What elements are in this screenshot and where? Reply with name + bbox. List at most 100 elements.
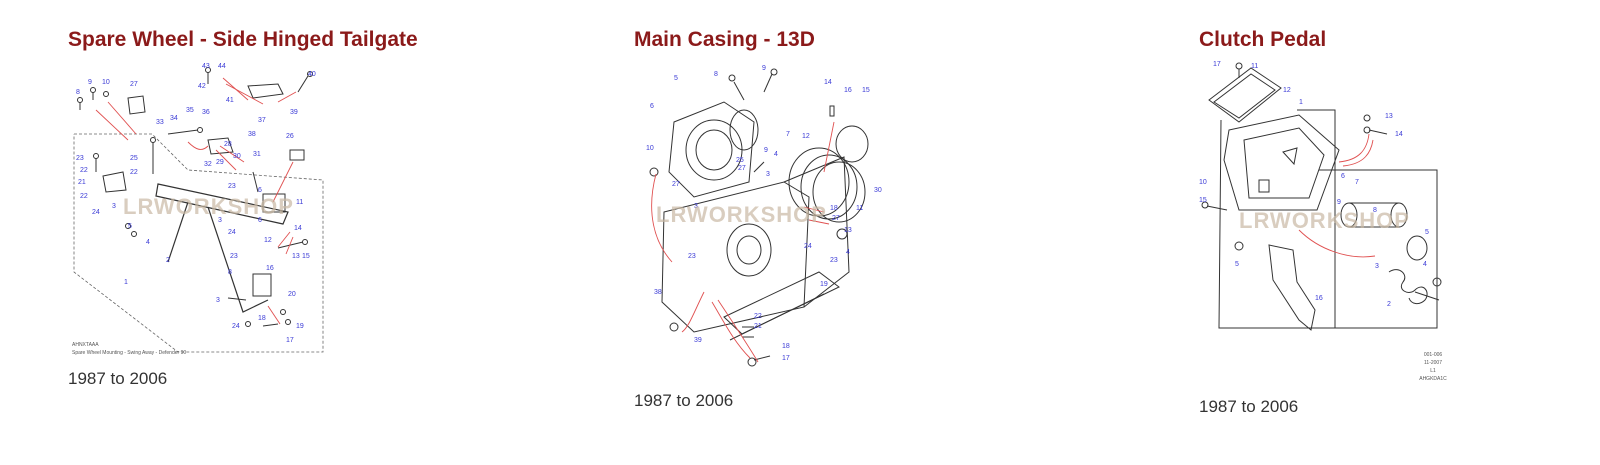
svg-text:25: 25	[130, 155, 138, 162]
diagram-caption: AHNXTAAA	[72, 342, 99, 348]
svg-text:35: 35	[186, 107, 194, 114]
svg-text:11: 11	[856, 205, 863, 212]
diagram-code: 11-2007	[1424, 360, 1442, 366]
svg-text:7: 7	[1355, 179, 1359, 186]
svg-text:13: 13	[844, 227, 852, 234]
svg-text:36: 36	[202, 109, 210, 116]
svg-text:39: 39	[290, 109, 298, 116]
svg-text:3: 3	[1375, 263, 1379, 270]
svg-text:12: 12	[1283, 87, 1291, 94]
svg-text:14: 14	[1395, 131, 1403, 138]
diagram-subcaption: Spare Wheel Mounting - Swing Away - Defe…	[72, 350, 186, 356]
svg-text:20: 20	[288, 291, 296, 298]
svg-text:41: 41	[226, 97, 234, 104]
svg-text:16: 16	[266, 265, 274, 272]
svg-text:24: 24	[232, 323, 240, 330]
diagram-code: L1	[1430, 368, 1436, 374]
svg-text:1: 1	[124, 279, 128, 286]
watermark-text: LRWORKSHOP	[656, 202, 827, 227]
svg-text:4: 4	[1423, 261, 1427, 268]
svg-text:4: 4	[846, 249, 850, 256]
svg-text:10: 10	[1199, 179, 1207, 186]
svg-text:23: 23	[230, 253, 238, 260]
svg-text:13: 13	[292, 253, 300, 260]
part-title[interactable]: Main Casing - 13D	[634, 28, 815, 51]
svg-text:3: 3	[216, 297, 220, 304]
svg-text:30: 30	[874, 187, 882, 194]
diagram-code: AHGKDA1C	[1419, 376, 1447, 382]
svg-text:19: 19	[820, 281, 828, 288]
svg-text:22: 22	[80, 167, 88, 174]
svg-text:9: 9	[1337, 199, 1341, 206]
svg-text:44: 44	[218, 63, 226, 70]
part-title[interactable]: Spare Wheel - Side Hinged Tailgate	[68, 28, 418, 51]
svg-text:32: 32	[204, 161, 212, 168]
svg-text:13: 13	[1385, 113, 1393, 120]
svg-text:10: 10	[646, 145, 654, 152]
svg-text:15: 15	[1199, 197, 1207, 204]
svg-text:26: 26	[286, 133, 294, 140]
svg-text:4: 4	[774, 151, 778, 158]
svg-text:5: 5	[1425, 229, 1429, 236]
svg-text:15: 15	[302, 253, 310, 260]
svg-text:2: 2	[166, 257, 170, 264]
svg-text:21: 21	[754, 323, 762, 330]
svg-text:28: 28	[224, 141, 232, 148]
svg-text:8: 8	[76, 89, 80, 96]
svg-text:14: 14	[294, 225, 302, 232]
part-title[interactable]: Clutch Pedal	[1199, 28, 1327, 51]
watermark-text: LRWORKSHOP	[123, 194, 294, 219]
svg-text:5: 5	[128, 223, 132, 230]
svg-text:9: 9	[762, 65, 766, 72]
svg-text:17: 17	[286, 337, 294, 344]
svg-text:22: 22	[80, 193, 88, 200]
svg-text:30: 30	[233, 153, 241, 160]
svg-text:9: 9	[88, 79, 92, 86]
year-range: 1987 to 2006	[68, 369, 168, 388]
svg-text:24: 24	[92, 209, 100, 216]
svg-text:8: 8	[714, 71, 718, 78]
svg-text:10: 10	[102, 79, 110, 86]
svg-text:4: 4	[146, 239, 150, 246]
svg-text:23: 23	[76, 155, 84, 162]
year-range: 1987 to 2006	[634, 391, 734, 410]
svg-text:3: 3	[218, 217, 222, 224]
svg-text:27: 27	[672, 181, 680, 188]
svg-text:15: 15	[862, 87, 870, 94]
diagram-code: 001-006	[1424, 352, 1443, 358]
svg-text:5: 5	[674, 75, 678, 82]
svg-text:23: 23	[228, 183, 236, 190]
svg-text:18: 18	[782, 343, 790, 350]
svg-text:6: 6	[258, 217, 262, 224]
svg-text:24: 24	[228, 229, 236, 236]
svg-text:17: 17	[1213, 61, 1221, 68]
svg-text:33: 33	[156, 119, 164, 126]
svg-text:38: 38	[248, 131, 256, 138]
svg-text:25: 25	[736, 157, 744, 164]
svg-text:23: 23	[830, 257, 838, 264]
svg-text:6: 6	[258, 187, 262, 194]
svg-text:17: 17	[782, 355, 790, 362]
svg-text:11: 11	[1251, 63, 1258, 70]
svg-text:3: 3	[112, 203, 116, 210]
svg-text:3: 3	[694, 203, 698, 210]
svg-text:8: 8	[1373, 207, 1377, 214]
svg-text:6: 6	[650, 103, 654, 110]
svg-text:19: 19	[296, 323, 304, 330]
svg-text:3: 3	[766, 171, 770, 178]
svg-text:7: 7	[786, 131, 790, 138]
svg-text:22: 22	[130, 169, 138, 176]
svg-text:18: 18	[830, 205, 838, 212]
svg-text:1: 1	[1299, 99, 1303, 106]
svg-text:40: 40	[308, 71, 316, 78]
svg-text:31: 31	[253, 151, 261, 158]
svg-text:8: 8	[228, 269, 232, 276]
svg-text:9: 9	[764, 147, 768, 154]
svg-text:43: 43	[202, 63, 210, 70]
svg-text:27: 27	[738, 165, 746, 172]
svg-text:38: 38	[654, 289, 662, 296]
svg-text:11: 11	[296, 199, 303, 206]
